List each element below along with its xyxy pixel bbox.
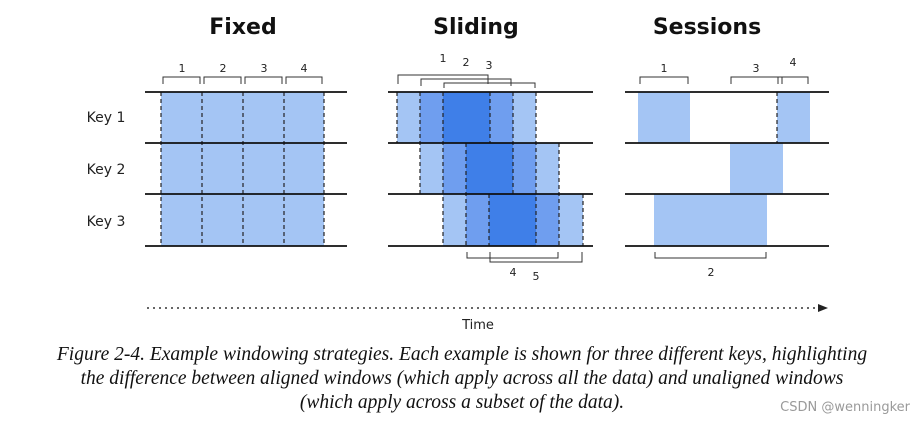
sessions-title: Sessions — [653, 15, 761, 40]
session-label: 4 — [790, 56, 797, 69]
session-bracket — [777, 76, 809, 84]
key-3-label: Key 3 — [87, 214, 126, 230]
sliding-overlap-segment — [513, 143, 536, 194]
fixed-window-bracket — [285, 76, 323, 84]
fixed-window-bracket — [244, 76, 283, 84]
session-bracket — [639, 76, 689, 84]
sliding-overlap-segment — [466, 143, 513, 194]
sliding-window-label: 1 — [440, 52, 447, 65]
sliding-overlap-segment — [536, 143, 559, 194]
sliding-title: Sliding — [433, 15, 519, 40]
fixed-panel: 1 2 3 4 — [145, 62, 347, 247]
time-arrow-icon — [818, 304, 828, 312]
sliding-window-bracket — [489, 252, 583, 263]
sessions-panel: 1 3 4 2 — [625, 56, 829, 279]
session-window — [777, 92, 810, 143]
figure-caption: Figure 2-4. Example windowing strategies… — [0, 343, 924, 415]
windowing-diagram: Fixed Sliding Sessions Key 1 Key 2 Key 3… — [87, 15, 829, 333]
sliding-overlap-segment — [490, 92, 513, 143]
sliding-overlap-segment — [443, 194, 466, 246]
session-label: 1 — [661, 62, 668, 75]
sliding-window-label: 3 — [486, 59, 493, 72]
sliding-overlap-segment — [443, 92, 490, 143]
fixed-window-label: 2 — [220, 62, 227, 75]
session-window — [638, 92, 690, 143]
sliding-overlap-segment — [466, 194, 489, 246]
caption-line: Figure 2-4. Example windowing strategies… — [56, 344, 868, 365]
sliding-window-bracket — [466, 252, 559, 259]
watermark: CSDN @wenningker — [780, 400, 910, 415]
fixed-window-label: 3 — [261, 62, 268, 75]
fixed-title: Fixed — [209, 15, 276, 40]
session-bracket — [730, 76, 783, 84]
session-label: 3 — [753, 62, 760, 75]
sliding-overlap-segment — [420, 143, 443, 194]
sliding-window-label: 4 — [510, 266, 517, 279]
fixed-window-label: 1 — [179, 62, 186, 75]
sliding-window-label: 2 — [463, 56, 470, 69]
time-axis: Time — [147, 304, 828, 333]
fixed-window-label: 4 — [301, 62, 308, 75]
fixed-window-bracket — [203, 76, 242, 84]
fixed-window-bracket — [162, 76, 201, 84]
caption-line: the difference between aligned windows (… — [80, 368, 844, 389]
caption-line: (which apply across a subset of the data… — [299, 392, 625, 413]
sliding-overlap-segment — [489, 194, 536, 246]
session-label: 2 — [708, 266, 715, 279]
sliding-overlap-segment — [443, 143, 466, 194]
sliding-window-bracket — [443, 82, 536, 88]
session-window — [654, 194, 767, 246]
sliding-overlap-segment — [559, 194, 583, 246]
key-2-label: Key 2 — [87, 162, 126, 178]
sliding-overlap-segment — [397, 92, 420, 143]
session-bracket — [654, 252, 767, 259]
sliding-panel: 1 2 3 4 5 — [388, 52, 593, 283]
key-1-label: Key 1 — [87, 110, 126, 126]
sliding-overlap-segment — [513, 92, 536, 143]
session-window — [730, 143, 783, 194]
sliding-overlap-segment — [536, 194, 559, 246]
sliding-window-label: 5 — [533, 270, 540, 283]
time-axis-label: Time — [461, 318, 494, 333]
sliding-overlap-segment — [420, 92, 443, 143]
